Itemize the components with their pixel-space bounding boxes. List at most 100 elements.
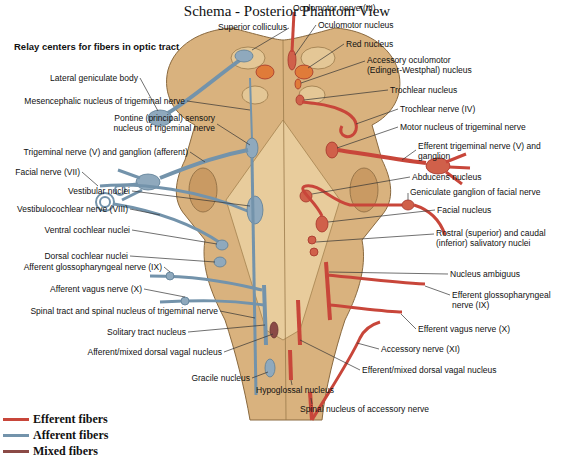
salivatory-nucleus xyxy=(310,248,318,256)
leader-line xyxy=(140,78,158,111)
structure-label: Nucleus ambiguus xyxy=(450,269,520,279)
structure-label: Facial nerve (VII) xyxy=(15,167,80,177)
trigeminal-efferent xyxy=(338,150,426,163)
leader-line xyxy=(328,210,435,222)
midline xyxy=(283,40,286,420)
structure-label: Spinal nucleus of accessory nerve xyxy=(300,404,429,414)
structure-label: Accessory nerve (XI) xyxy=(381,344,460,354)
legend-swatch xyxy=(3,418,29,421)
leader-line xyxy=(224,334,273,352)
leader-line xyxy=(316,234,434,242)
leader-line xyxy=(408,193,409,200)
leader-line xyxy=(187,101,250,110)
structure-label: Efferent/mixed dorsal vagal nucleus xyxy=(362,365,497,375)
structure-label: Motor nucleus of trigeminal nerve xyxy=(400,122,526,132)
structure-label: Vestibulocochlear nerve (VIII) xyxy=(17,204,128,214)
legend-swatch xyxy=(3,434,29,437)
structure-label: Rostral (superior) and caudal (inferior)… xyxy=(436,228,560,248)
peduncle-cut xyxy=(189,168,217,212)
mesencephalic-nucleus xyxy=(250,78,252,140)
structure-label: Afferent vagus nerve (X) xyxy=(50,284,142,294)
leader-line xyxy=(301,61,365,83)
glossopharyngeal-efferent xyxy=(326,275,425,284)
trochlear-nerve xyxy=(302,102,356,137)
brainstem xyxy=(167,28,400,420)
superior-colliculus-relay xyxy=(235,50,253,62)
leader-line xyxy=(295,25,316,55)
leader-line xyxy=(220,311,255,318)
structure-label: Hypoglossal nucleus xyxy=(256,385,334,395)
oculomotor-nucleus xyxy=(288,50,296,70)
nucleus-ambiguus xyxy=(326,262,330,320)
leader-line xyxy=(311,398,312,404)
leader-line xyxy=(252,372,268,378)
structure-label: Accessory oculomotor (Edinger-Westphal) … xyxy=(367,55,485,75)
structure-label: Efferent glossopharyngeal nerve (IX) xyxy=(452,290,560,310)
salivatory-nucleus xyxy=(308,236,316,244)
vestibulocochlear-nerve xyxy=(114,204,222,244)
pontine-sensory-nucleus xyxy=(246,138,258,158)
leader-line xyxy=(357,343,379,349)
structure-label: Trochlear nucleus xyxy=(390,85,457,95)
leader-line xyxy=(132,230,217,244)
vagus-efferent xyxy=(330,305,402,312)
gracile-nucleus xyxy=(265,359,275,377)
structure-label: Gracile nucleus xyxy=(191,373,250,383)
colliculus xyxy=(231,47,265,69)
diagram-title: Schema - Posterior Phantom View xyxy=(0,3,562,20)
legend-text: Mixed fibers xyxy=(33,444,98,457)
leader-line xyxy=(132,191,250,206)
leader-line xyxy=(291,380,292,385)
geniculate-ganglion xyxy=(402,200,414,210)
spinal-trigeminal-tract xyxy=(252,158,256,395)
brainstem-outline xyxy=(167,28,400,420)
structure-label: Oculomotor nerve (III) xyxy=(293,3,376,13)
facial-nerve xyxy=(303,186,402,216)
legend-swatch xyxy=(3,450,29,453)
structure-label: Facial nucleus xyxy=(437,205,491,215)
cochlear-nucleus xyxy=(216,240,228,250)
leader-line xyxy=(144,289,185,297)
facial-nucleus xyxy=(316,216,328,232)
structure-label: Abducens nucleus xyxy=(412,172,481,182)
structure-label: Oculomotor nucleus xyxy=(318,20,394,30)
legend: Efferent fibersAfferent fibersMixed fibe… xyxy=(3,411,108,457)
leader-line xyxy=(402,150,416,160)
structure-label: Solitary tract nucleus xyxy=(107,327,186,337)
leader-line xyxy=(130,256,215,262)
structure-label: Red nucleus xyxy=(346,39,393,49)
leader-line xyxy=(217,124,250,145)
leader-line xyxy=(401,314,416,329)
structure-label: Efferent trigeminal nerve (V) and gangli… xyxy=(418,141,546,161)
legend-text: Afferent fibers xyxy=(33,428,108,443)
motor-trigeminal-nucleus xyxy=(326,142,338,158)
structure-label: Vestibular nuclei xyxy=(68,186,130,196)
leader-line xyxy=(300,340,360,370)
structure-label: Ventral cochlear nuclei xyxy=(44,225,130,235)
structure-label: Spinal tract and spinal nucleus of trige… xyxy=(30,306,218,316)
leader-line xyxy=(188,325,265,332)
red-nucleus xyxy=(295,65,313,79)
leader-line xyxy=(425,286,450,295)
legend-row: Afferent fibers xyxy=(3,427,108,443)
leader-line xyxy=(164,267,170,272)
hypoglossal-nucleus xyxy=(290,350,291,380)
leader-line xyxy=(337,127,398,148)
structure-label: Pontine (principal) sensory nucleus of t… xyxy=(97,113,215,133)
structure-label: Mesencephalic nucleus of trigeminal nerv… xyxy=(24,96,185,106)
ganglion xyxy=(181,297,189,305)
leader-line xyxy=(190,152,205,162)
dorsal-vagal-mixed xyxy=(270,322,278,338)
legend-row: Efferent fibers xyxy=(3,411,108,427)
legend-row: Mixed fibers xyxy=(3,443,108,457)
edinger-westphal-nucleus xyxy=(295,79,301,89)
legend-text: Efferent fibers xyxy=(33,412,108,427)
leader-line xyxy=(130,209,160,215)
ganglion xyxy=(166,272,174,280)
leader-line xyxy=(82,172,98,186)
structure-label: Relay centers for fibers in optic tract xyxy=(14,42,179,52)
leader-line xyxy=(308,44,344,68)
structure-label: Afferent/mixed dorsal vagal nucleus xyxy=(87,347,222,357)
colliculus xyxy=(242,86,268,104)
leader-line xyxy=(312,177,410,194)
